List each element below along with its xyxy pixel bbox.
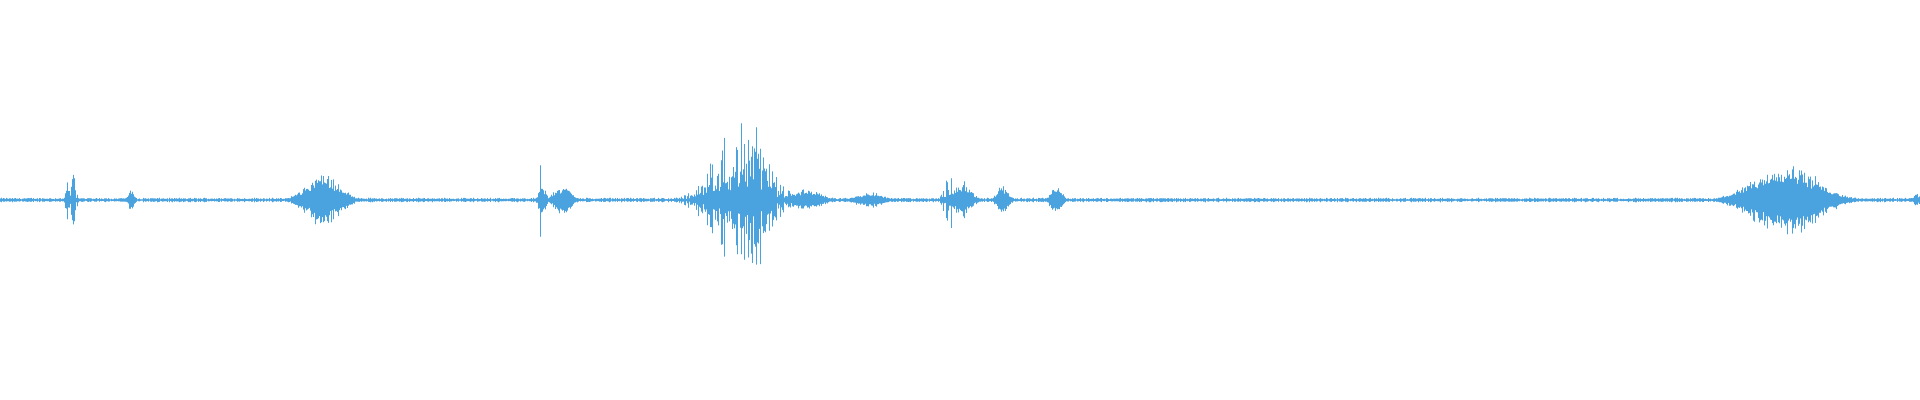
waveform-samples: [0, 123, 1920, 265]
waveform-trace: [0, 123, 1920, 265]
